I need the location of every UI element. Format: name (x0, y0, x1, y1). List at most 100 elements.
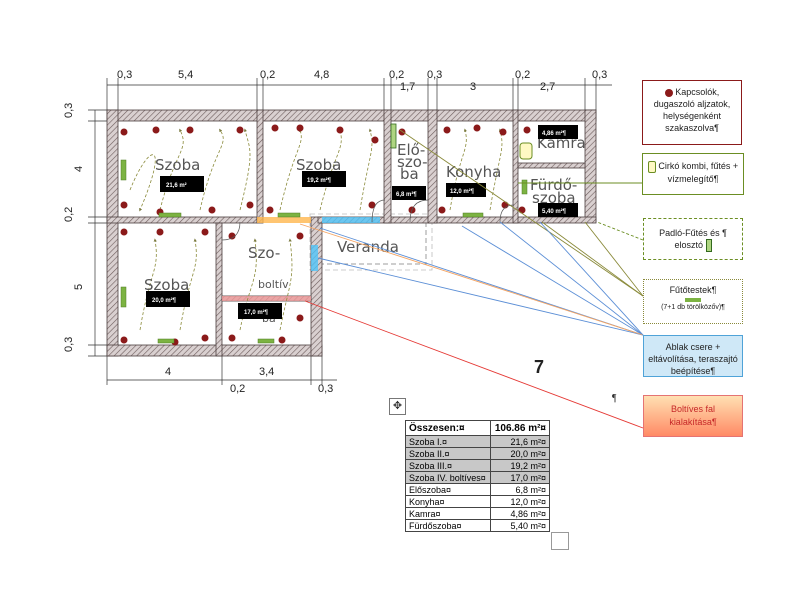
dim-top-5: 1,7 (400, 81, 415, 93)
table-row: Szoba IV. boltíves¤ 17,0 m²¤ (405, 471, 551, 484)
dimension-ticks (88, 78, 597, 385)
dim-top-4: 0,2 (389, 69, 404, 81)
dim-top-2: 0,2 (260, 69, 275, 81)
heating-pipes (129, 128, 503, 331)
dim-top-1: 5,4 (178, 69, 193, 81)
veranda-outline (315, 219, 427, 265)
arch-wall-highlight (222, 296, 311, 301)
table-header-row: Összesen:¤ 106.86 m²¤ (405, 420, 551, 436)
legend-switches-text: Kapcsolók, dugaszoló aljzatok, helységen… (653, 87, 731, 133)
table-cell-value: 4,86 m²¤ (489, 507, 551, 520)
dim-top-10: 0,3 (592, 69, 607, 81)
pilcrow-mark: ¶ (612, 393, 617, 404)
room-label-szoba-3: Szoba (144, 276, 189, 294)
socket-legend-icon (664, 88, 673, 97)
area-label-kamra: 4,86 m²¶ (542, 130, 567, 137)
legend-windows: Ablak csere + eltávolítása, teraszajtó b… (643, 335, 743, 377)
dim-left-1: 4 (73, 166, 85, 172)
dim-bottom-2: 0,2 (230, 383, 245, 395)
dim-bottom-3: 0,3 (318, 383, 333, 395)
dim-top-8: 0,2 (515, 69, 530, 81)
table-cell-value: 12,0 m²¤ (489, 495, 551, 508)
socket-markers (120, 124, 531, 346)
table-cell-value: 21,6 m²¤ (489, 435, 551, 448)
table-cell-label: Szoba I.¤ (405, 435, 491, 448)
area-label-szoba-2: 19,2 m²¶ (307, 177, 332, 184)
table-cell-label: Fürdőszoba¤ (405, 519, 491, 532)
legend-radiators-note: (7+1 db törölközőv)¶ (661, 304, 725, 311)
area-label-konyha: 12,0 m²¶ (450, 188, 475, 195)
table-cell-label: Előszoba¤ (405, 483, 491, 496)
dim-left-0: 0,3 (63, 103, 75, 118)
leader-lines (299, 129, 644, 429)
dim-bottom-0: 4 (165, 366, 171, 378)
window-veranda-door (322, 217, 380, 223)
area-label-furdoszoba: 5,40 m²¶ (542, 208, 567, 215)
area-label-eloszoba: 6,8 m²¶ (396, 191, 417, 198)
room-label-furdoszoba: Fürdő-szoba (530, 176, 577, 207)
table-cell-value: 5,40 m²¤ (489, 519, 551, 532)
table-row: Előszoba¤ 6,8 m²¤ (405, 483, 551, 496)
dim-left-3: 5 (73, 284, 85, 290)
window-side (311, 245, 318, 271)
legend-floor-heating: Padló-Fűtés és ¶ elosztó (643, 218, 743, 260)
boiler-legend-icon (647, 160, 656, 173)
dim-top-6: 0,3 (427, 69, 442, 81)
wall-opening-highlight (257, 217, 311, 223)
boiler-icon (519, 142, 533, 160)
page-mark: 7 (534, 357, 544, 377)
table-cell-value: 20,0 m²¤ (489, 447, 551, 460)
room-label-szoba-1: Szoba (155, 156, 200, 174)
legend-switches: Kapcsolók, dugaszoló aljzatok, helységen… (642, 80, 742, 145)
area-summary-table: Összesen:¤ 106.86 m²¤ Szoba I.¤ 21,6 m²¤… (405, 420, 551, 532)
dim-left-2: 0,2 (63, 207, 75, 222)
area-label-szoba-4: 17,0 m²¶ (244, 309, 269, 316)
legend-radiators: Fűtőtestek¶ (7+1 db törölközőv)¶ (643, 279, 743, 324)
table-cell-label: Kamra¤ (405, 507, 491, 520)
area-label-szoba-1: 21,6 m² (166, 182, 187, 189)
table-cell-label: Szoba III.¤ (405, 459, 491, 472)
table-row: Szoba I.¤ 21,6 m²¤ (405, 435, 551, 448)
table-cell-label: Szoba IV. boltíves¤ (405, 471, 491, 484)
text-box-anchor[interactable] (551, 532, 569, 550)
legend-arch: Boltíves fal kialakítása¶ (643, 395, 743, 437)
table-cell-value: 6,8 m²¤ (489, 483, 551, 496)
area-label-szoba-3: 20,0 m²¶ (152, 297, 177, 304)
area-badges: 21,6 m² 19,2 m²¶ 6,8 m²¶ 12,0 m²¶ 4,86 m… (146, 125, 578, 319)
legend-boiler: Cirkó kombi, fűtés + vízmelegítő¶ (642, 153, 744, 195)
radiator-legend-icon (685, 298, 701, 302)
dimension-lines (94, 84, 612, 381)
legend-arch-text: Boltíves fal kialakítása¶ (669, 404, 717, 427)
table-move-handle[interactable]: ✥ (389, 398, 406, 415)
table-total-label: Összesen:¤ (405, 420, 491, 436)
dim-top-3: 4,8 (314, 69, 329, 81)
table-cell-label: Szoba II.¤ (405, 447, 491, 460)
table-row: Kamra¤ 4,86 m²¤ (405, 507, 551, 520)
legend-windows-text: Ablak csere + eltávolítása, teraszajtó b… (648, 342, 738, 376)
radiators (120, 159, 528, 344)
veranda-label: Veranda (337, 238, 399, 256)
legend-boiler-text: Cirkó kombi, fűtés + vízmelegítő¶ (658, 161, 739, 184)
table-total-value: 106.86 m²¤ (489, 420, 551, 436)
dim-bottom-1: 3,4 (259, 366, 274, 378)
table-row: Fürdőszoba¤ 5,40 m²¤ (405, 519, 551, 532)
dim-top-9: 2,7 (540, 81, 555, 93)
table-cell-label: Konyha¤ (405, 495, 491, 508)
door-swings (221, 199, 515, 241)
room-label-szoba-2: Szoba (296, 156, 341, 174)
floor-heating-distributor-icon (390, 123, 397, 149)
room-label-konyha: Konyha (446, 163, 501, 181)
table-row: Konyha¤ 12,0 m²¤ (405, 495, 551, 508)
table-cell-value: 19,2 m²¤ (489, 459, 551, 472)
dim-top-0: 0,3 (117, 69, 132, 81)
room-label-eloszoba: Elő-szo-ba (397, 141, 428, 183)
distributor-legend-icon (705, 239, 712, 253)
dim-top-7: 3 (470, 81, 476, 93)
veranda-outline-outer (309, 213, 433, 271)
table-row: Szoba II.¤ 20,0 m²¤ (405, 447, 551, 460)
dim-left-4: 0,3 (63, 337, 75, 352)
legend-radiators-title: Fűtőtestek¶ (669, 285, 717, 295)
table-row: Szoba III.¤ 19,2 m²¤ (405, 459, 551, 472)
table-cell-value: 17,0 m²¤ (489, 471, 551, 484)
